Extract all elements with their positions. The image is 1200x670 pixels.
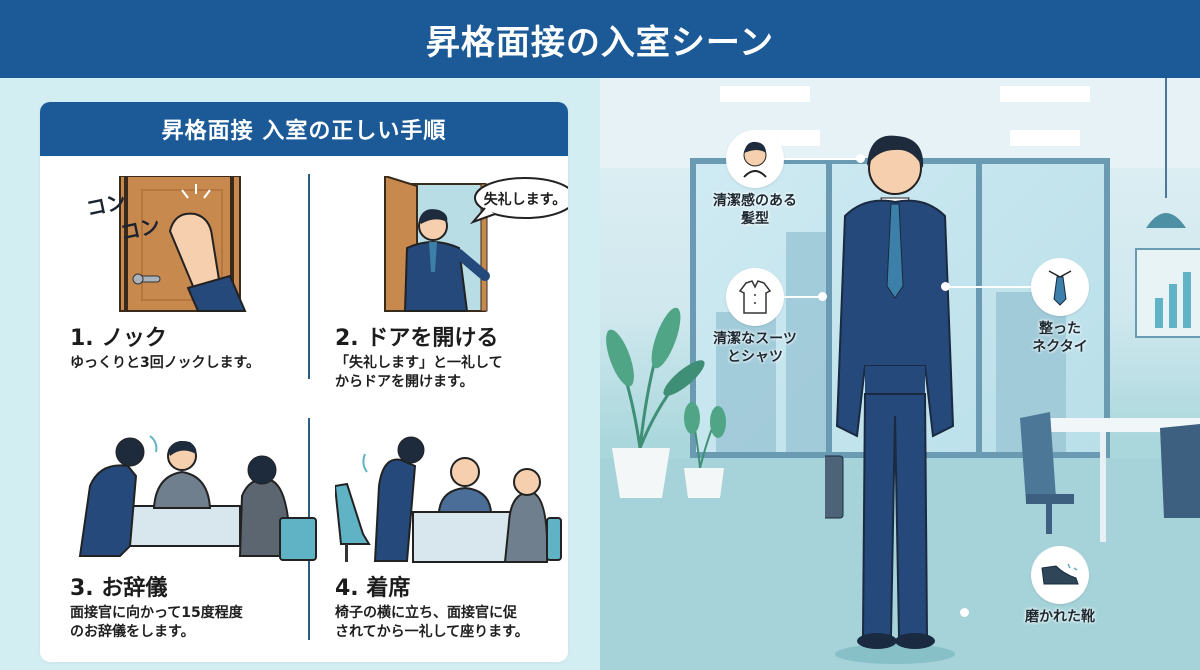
- steps-grid: コン コン 1. ノック ゆっくりと3回ノックします。: [40, 156, 568, 662]
- hair-icon: [726, 130, 784, 188]
- appearance-point-hair: 清潔感のある 髪型: [695, 130, 815, 228]
- plant-icon: [606, 307, 726, 498]
- step-title: 4. 着席: [335, 576, 411, 601]
- meeting-table-icon: [1020, 412, 1200, 542]
- leader-dot: [941, 282, 950, 291]
- step-title: 1. ノック: [70, 326, 167, 351]
- step-description: 面接官に向かって15度程度 のお辞儀をします。: [70, 605, 243, 640]
- bow-icon: [70, 426, 320, 566]
- svg-text:失礼します。: 失礼します。: [484, 191, 567, 208]
- step-title: 2. ドアを開ける: [335, 326, 499, 351]
- leader-dot: [960, 608, 969, 617]
- appearance-label: 清潔なスーツ とシャツ: [713, 331, 797, 366]
- shirt-icon: [726, 268, 784, 326]
- divider: [308, 174, 310, 379]
- ceiling-light: [1000, 86, 1090, 102]
- appearance-point-tie: 整った ネクタイ: [1010, 258, 1110, 356]
- leader-line: [750, 158, 860, 160]
- appearance-label: 清潔感のある 髪型: [713, 193, 797, 228]
- page-title: 昇格面接の入室シーン: [425, 22, 775, 63]
- step-description: 「失礼します」と一礼して からドアを開けます。: [335, 355, 503, 390]
- procedure-card: 昇格面接 入室の正しい手順: [40, 102, 568, 662]
- leader-dot: [818, 292, 827, 301]
- suited-man-illustration: [820, 126, 965, 666]
- appearance-point-shoes: 磨かれた靴: [1005, 546, 1115, 626]
- step-description: ゆっくりと3回ノックします。: [70, 355, 261, 371]
- pendant-lamp-icon: [1146, 78, 1186, 228]
- step-open-door: 失礼します。 2. ドアを開ける 「失礼します」と一礼して からドアを開けます。: [335, 174, 568, 392]
- appearance-label: 整った ネクタイ: [1032, 321, 1088, 356]
- ceiling-light: [1010, 130, 1080, 146]
- step-description: 椅子の横に立ち、面接官に促 されてから一礼して座ります。: [335, 605, 529, 640]
- leader-line: [945, 286, 1045, 288]
- appearance-label: 磨かれた靴: [1025, 609, 1095, 625]
- procedure-panel: 昇格面接 入室の正しい手順: [0, 78, 600, 670]
- page-header: 昇格面接の入室シーン: [0, 0, 1200, 78]
- step-be-seated: 4. 着席 椅子の横に立ち、面接官に促 されてから一礼して座ります。: [333, 426, 568, 642]
- leader-dot: [856, 154, 865, 163]
- appearance-panel: 清潔感のある 髪型 清潔なスーツ とシャツ 整った ネクタイ 磨かれた靴: [600, 78, 1200, 670]
- door-knock-icon: コン コン: [70, 175, 320, 316]
- open-door-icon: 失礼します。: [335, 174, 568, 316]
- tie-icon: [1031, 258, 1089, 316]
- step-title: 3. お辞儀: [70, 576, 168, 601]
- ceiling-light: [720, 86, 810, 102]
- leader-line: [750, 296, 822, 298]
- seated-icon: [333, 426, 568, 566]
- step-bow: 3. お辞儀 面接官に向かって15度程度 のお辞儀をします。: [70, 426, 320, 642]
- step-knock: コン コン 1. ノック ゆっくりと3回ノックします。: [70, 175, 320, 373]
- procedure-card-title: 昇格面接 入室の正しい手順: [40, 102, 568, 156]
- appearance-point-suit: 清潔なスーツ とシャツ: [695, 268, 815, 366]
- chart-frame-icon: [1135, 248, 1200, 338]
- shoe-icon: [1031, 546, 1089, 604]
